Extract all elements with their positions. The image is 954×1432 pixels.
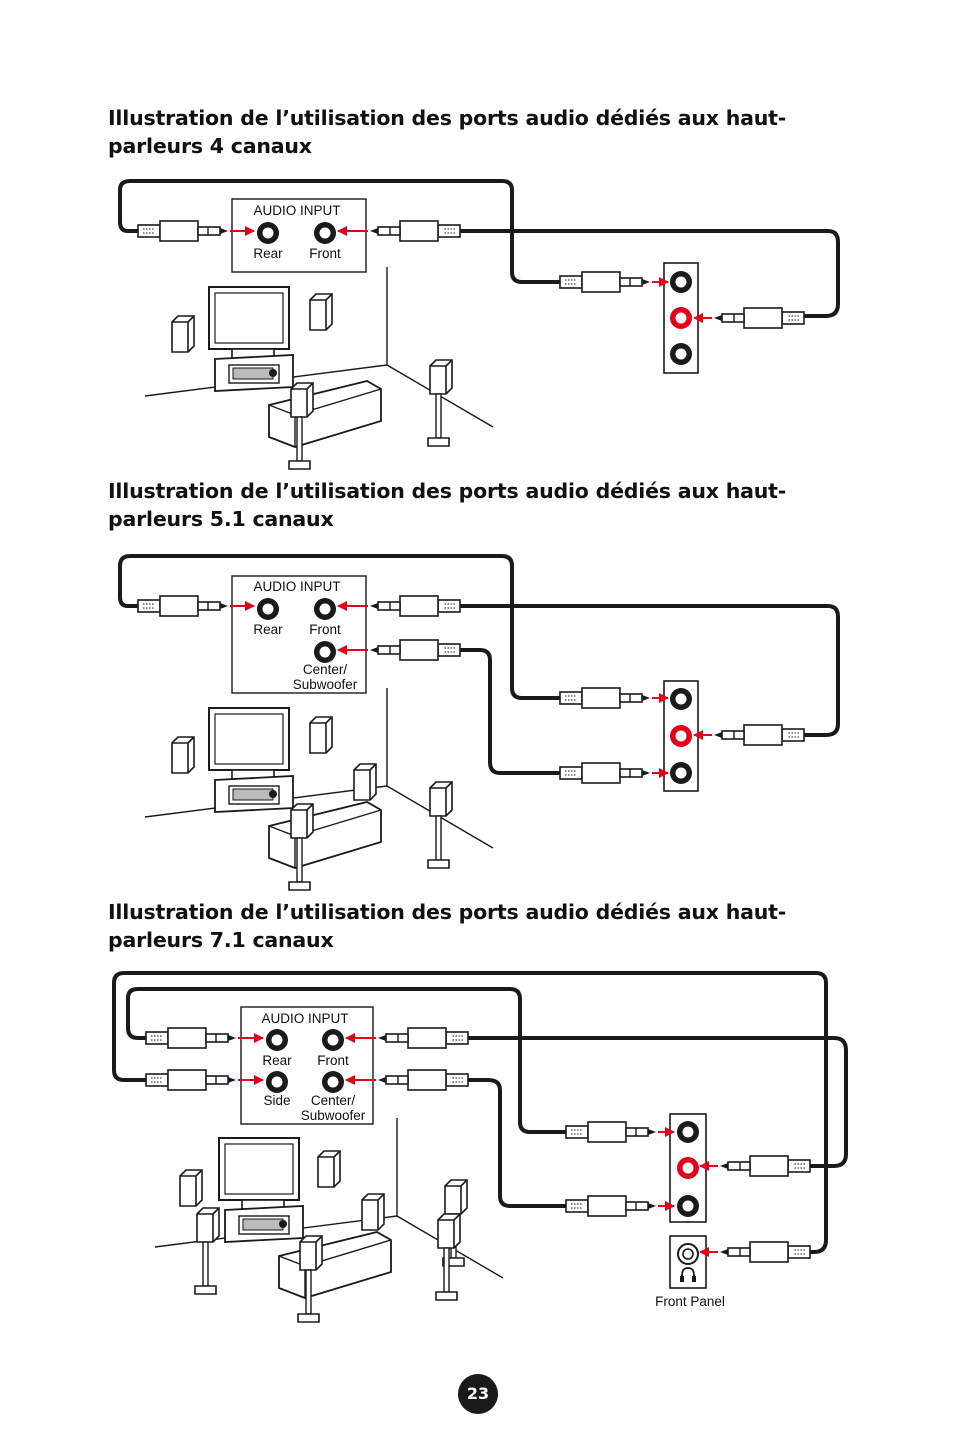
jack-center-sub-icon xyxy=(314,641,336,663)
jack-front-icon xyxy=(314,598,336,620)
jack-icon xyxy=(670,343,692,365)
center-label: Center/ xyxy=(303,662,348,677)
speaker-stand-icon xyxy=(427,781,453,869)
rear-label: Rear xyxy=(262,1053,292,1068)
diagram-71ch: AUDIO INPUT Rear Front Side Center/ Subw… xyxy=(112,971,848,1323)
audio-input-label: AUDIO INPUT xyxy=(253,203,340,218)
front-panel-box xyxy=(669,1235,707,1289)
speaker-icon xyxy=(171,736,195,774)
audio-input-label: AUDIO INPUT xyxy=(261,1011,348,1026)
front-panel-label: Front Panel xyxy=(655,1294,725,1309)
speaker-icon xyxy=(317,1150,341,1188)
jack-rear-icon xyxy=(266,1029,288,1051)
plug-icon xyxy=(370,596,460,616)
jack-rear-icon xyxy=(257,222,279,244)
front-label: Front xyxy=(317,1053,349,1068)
plug-icon xyxy=(137,220,229,242)
rear-label: Rear xyxy=(253,246,283,261)
subwoofer-icon xyxy=(361,1193,385,1231)
front-label: Front xyxy=(309,622,341,637)
speaker-stand-icon xyxy=(194,1207,220,1295)
page-number: 23 xyxy=(458,1374,498,1414)
jack-red-icon xyxy=(677,1157,699,1179)
subwoofer-label: Subwoofer xyxy=(293,677,358,692)
audio-input-label: AUDIO INPUT xyxy=(253,579,340,594)
jack-rear-icon xyxy=(257,598,279,620)
plug-icon xyxy=(370,640,460,660)
plug-icon xyxy=(714,725,804,745)
plug-icon xyxy=(378,1070,468,1090)
audio-input-box xyxy=(231,575,367,694)
subwoofer-icon xyxy=(353,763,377,801)
plug-icon xyxy=(720,1156,810,1176)
plug-icon xyxy=(714,308,804,328)
front-label: Front xyxy=(309,246,341,261)
jack-front-icon xyxy=(314,222,336,244)
jack-front-icon xyxy=(322,1029,344,1051)
diagram-51ch: AUDIO INPUT Rear Front Center/ Subwoofer xyxy=(118,554,840,891)
jack-icon xyxy=(670,762,692,784)
speaker-stand-icon xyxy=(427,359,453,447)
jack-icon xyxy=(670,271,692,293)
jack-icon xyxy=(677,1195,699,1217)
jack-side-icon xyxy=(266,1071,288,1093)
jack-red-icon xyxy=(670,307,692,329)
diagram-4ch: AUDIO INPUT Rear Front xyxy=(118,179,840,470)
plug-icon xyxy=(559,271,651,293)
rear-label: Rear xyxy=(253,622,283,637)
plug-icon xyxy=(370,221,460,241)
plug-icon xyxy=(565,1195,657,1217)
speaker-icon xyxy=(309,293,333,331)
plug-icon xyxy=(145,1027,237,1049)
jack-icon xyxy=(670,688,692,710)
jack-red-icon xyxy=(670,725,692,747)
plug-icon xyxy=(145,1069,237,1091)
section-title-51ch: Illustration de l’utilisation des ports … xyxy=(108,479,787,531)
speaker-icon xyxy=(171,315,195,353)
subwoofer-label: Subwoofer xyxy=(301,1108,366,1123)
section-title-4ch: Illustration de l’utilisation des ports … xyxy=(108,106,787,158)
audio-input-box xyxy=(240,1006,374,1125)
speaker-icon xyxy=(179,1169,203,1207)
headphone-jack-icon xyxy=(677,1243,699,1282)
side-label: Side xyxy=(263,1093,290,1108)
plug-icon xyxy=(559,762,651,784)
plug-icon xyxy=(378,1028,468,1048)
plug-icon xyxy=(565,1121,657,1143)
center-label: Center/ xyxy=(311,1093,356,1108)
jack-center-sub-icon xyxy=(322,1071,344,1093)
jack-icon xyxy=(677,1121,699,1143)
speaker-icon xyxy=(309,716,333,754)
plug-icon xyxy=(137,595,229,617)
plug-icon xyxy=(720,1242,810,1262)
plug-icon xyxy=(559,687,651,709)
section-title-71ch: Illustration de l’utilisation des ports … xyxy=(108,900,787,952)
